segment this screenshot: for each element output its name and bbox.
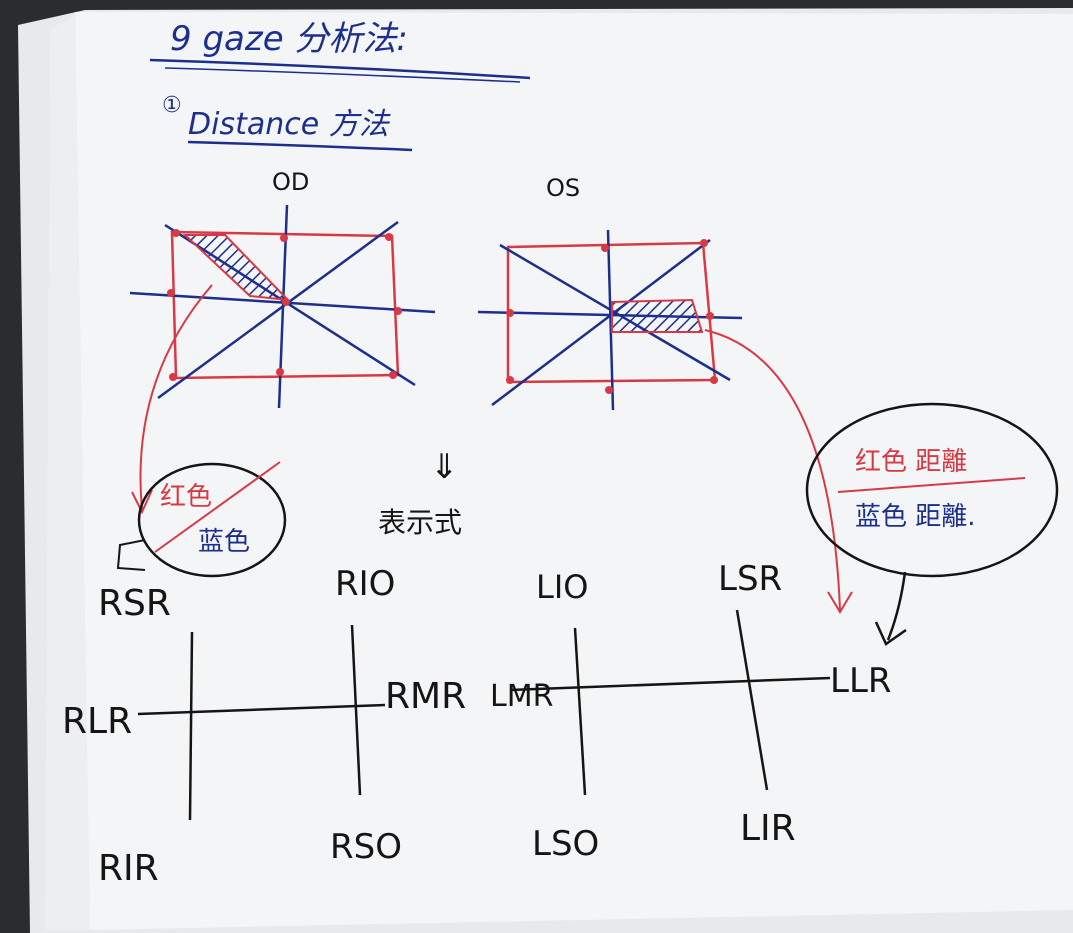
label-lio: LIO — [536, 568, 588, 606]
od-red-arrow — [139, 284, 213, 511]
left-legend-blue: 蓝色 — [198, 527, 250, 557]
representation-label: 表示式 — [378, 506, 462, 539]
od-red-arrowhead — [131, 489, 153, 515]
subtitle-underline — [187, 140, 413, 152]
right-eye-horizontal — [137, 703, 386, 716]
right-legend-red: 红色 距離 — [855, 447, 967, 477]
left-legend-divider — [154, 461, 281, 553]
os-diagram — [477, 229, 743, 411]
os-vertical-axis — [606, 229, 615, 411]
label-lsr: LSR — [718, 559, 782, 599]
label-rlr: RLR — [62, 701, 132, 742]
label-rir: RIR — [98, 848, 159, 889]
label-lir: LIR — [740, 808, 796, 849]
od-label: OD — [272, 168, 309, 196]
left-legend-circle — [137, 462, 287, 578]
right-eye-right-vertical — [350, 624, 362, 796]
page-stack-shadow — [45, 15, 90, 930]
page-title: 9 gaze 分析法: — [170, 19, 408, 59]
od-diagonal-2 — [157, 220, 399, 400]
subtitle-bullet: ① — [162, 93, 182, 118]
label-rio: RIO — [335, 564, 395, 604]
label-rmr: RMR — [385, 676, 466, 717]
label-llr: LLR — [830, 661, 892, 701]
label-lmr: LMR — [490, 679, 553, 714]
right-legend-circle — [805, 402, 1059, 578]
left-eye-left-vertical — [573, 627, 587, 796]
right-legend-arrowhead — [874, 621, 907, 646]
left-eye-right-vertical — [735, 609, 769, 791]
label-rso: RSO — [330, 827, 402, 867]
os-dots — [506, 239, 718, 394]
left-legend-arrow — [116, 539, 146, 571]
subtitle-text: Distance 方法 — [188, 107, 391, 142]
label-rsr: RSR — [98, 583, 171, 624]
right-eye-left-vertical — [188, 631, 194, 821]
right-legend-arrow — [886, 571, 907, 641]
os-diagonal-2 — [491, 239, 711, 406]
title-underline-2 — [164, 67, 521, 83]
od-dots — [167, 229, 402, 381]
muscle-grid — [137, 609, 831, 821]
title-underline — [149, 58, 531, 80]
od-diagram — [129, 204, 436, 409]
os-red-arrowhead — [827, 591, 853, 614]
left-legend-red: 红色 — [160, 482, 212, 512]
label-lso: LSO — [532, 824, 599, 864]
os-red-arrow — [704, 329, 841, 611]
right-legend-divider — [837, 477, 1026, 493]
notebook-page — [75, 12, 1073, 930]
os-label: OS — [546, 174, 580, 202]
center-down-arrow: ⇓ — [430, 447, 459, 487]
left-eye-horizontal — [509, 676, 831, 692]
os-hatched-region — [611, 298, 704, 333]
right-legend-blue: 蓝色 距離. — [855, 502, 976, 532]
